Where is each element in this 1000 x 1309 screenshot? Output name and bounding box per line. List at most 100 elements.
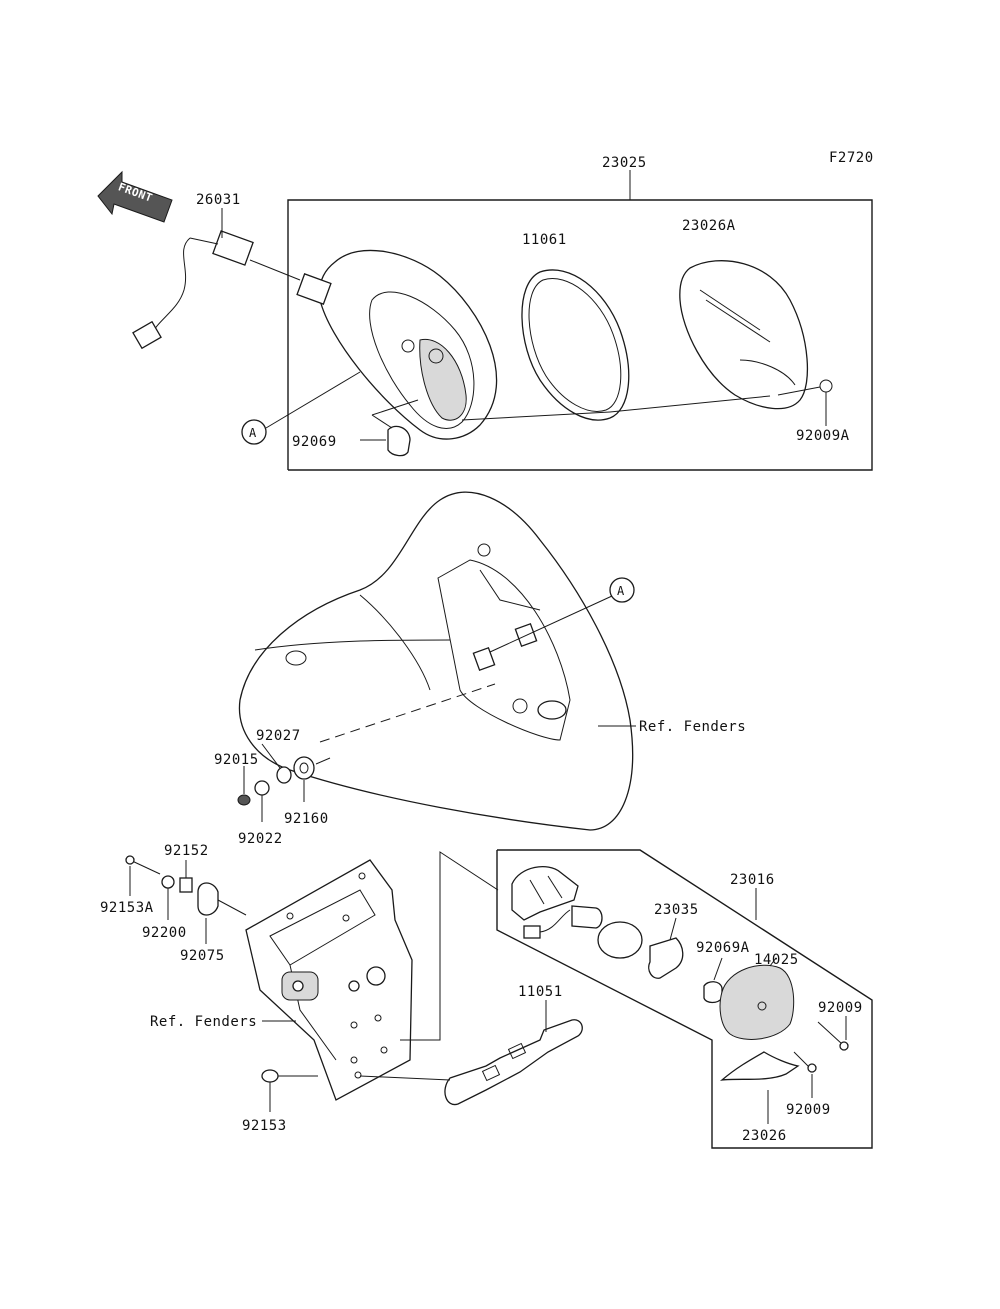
callout-a-upper-circle [241, 419, 267, 445]
leader-92027 [261, 743, 281, 769]
plate-bracket-slot-1 [507, 1042, 527, 1060]
callout-a-lower: A [617, 584, 625, 598]
plate-bracket-11051 [444, 1019, 583, 1106]
plate-bracket-slot-2 [481, 1064, 501, 1082]
label-23035: 23035 [654, 902, 699, 918]
label-23026: 23026 [742, 1128, 787, 1144]
lens-highlight-1 [699, 289, 761, 331]
screw-92009-upper-head [839, 1041, 849, 1051]
lamp-housing [318, 249, 498, 440]
collar-92152 [179, 877, 193, 893]
label-92152: 92152 [164, 843, 209, 859]
screw-92009A-head [819, 379, 833, 393]
align-line-gasket-lens [609, 395, 771, 413]
reflector-23035 [648, 937, 684, 979]
fender-recess-edge [479, 569, 541, 611]
label-92200: 92200 [142, 925, 187, 941]
bolt-92153A [129, 859, 161, 875]
rear-fender-group [237, 491, 636, 831]
label-92015: 92015 [214, 752, 259, 768]
lamp-socket [571, 905, 603, 929]
license-bracket-group [125, 851, 583, 1112]
bracket-hole-4 [350, 1056, 358, 1064]
license-lamp-group [496, 849, 873, 1149]
callout-a-lower-circle [609, 577, 635, 603]
lamp-lens-23026A [679, 260, 808, 410]
reflector-ring [597, 921, 643, 959]
bracket-large-hole [366, 966, 386, 986]
callout-a-upper: A [249, 426, 257, 440]
damper-to-bracket-line [217, 899, 247, 916]
harness-to-lamp-line [249, 259, 301, 281]
screw-92009-upper [817, 1021, 843, 1045]
license-lamp-base [511, 866, 579, 921]
fender-crease [254, 639, 451, 651]
leader-callout-a-lower [489, 595, 613, 653]
lamp-gasket-11061-inner [528, 278, 622, 412]
fender-plate-recess [437, 559, 571, 741]
label-92022: 92022 [238, 831, 283, 847]
stack-to-fender-line [315, 757, 331, 765]
lamp-base-wire [539, 909, 571, 933]
bracket-to-lamp-leader [400, 851, 499, 1041]
label-23025: 23025 [602, 155, 647, 171]
lens-highlight-3 [739, 359, 796, 386]
screw-92009-lower-head [807, 1063, 817, 1073]
label-23016: 23016 [730, 872, 775, 888]
bulb-92069A [703, 981, 723, 1004]
labels: F2720 FRONT 23025 26031 11061 23026A 920… [100, 150, 873, 1144]
grommet-92160-hole [299, 762, 309, 774]
leader-callout-a-upper [265, 371, 361, 429]
lens-highlight-2 [705, 299, 771, 343]
lamp-connector [296, 273, 332, 305]
lamp-base-post-2 [547, 875, 563, 899]
bulb-92069 [387, 425, 411, 457]
lamp-gasket-11061 [521, 269, 630, 421]
lamp-cover-hole [757, 1001, 767, 1011]
label-ref-fenders-lower: Ref. Fenders [150, 1014, 257, 1030]
lamp-base-post-1 [529, 879, 545, 905]
fender-rib [359, 594, 431, 691]
tail-lamp-assembly-group [241, 170, 873, 471]
label-92153: 92153 [242, 1118, 287, 1134]
fender-top-hole [477, 543, 491, 557]
label-11061: 11061 [522, 232, 567, 248]
license-lamp-frame [496, 849, 873, 1149]
label-ref-fenders-mid: Ref. Fenders [639, 719, 746, 735]
tail-lamp-assembly-frame [287, 199, 873, 471]
label-11051: 11051 [518, 984, 563, 1000]
label-92009-lower: 92009 [786, 1102, 831, 1118]
screw-92009-lower [793, 1051, 809, 1067]
leader-92069A [713, 957, 723, 981]
align-line-housing-gasket [461, 411, 611, 421]
leader-14025 [769, 957, 777, 967]
lamp-base-terminal [523, 925, 541, 939]
label-92153A: 92153A [100, 900, 154, 916]
fender-large-hole [537, 700, 567, 720]
label-92160: 92160 [284, 811, 329, 827]
label-26031: 26031 [196, 192, 241, 208]
washer-92022 [254, 780, 270, 796]
harness-wire-top [189, 237, 219, 245]
harness-connector-end [132, 320, 162, 350]
label-92069: 92069 [292, 434, 337, 450]
bracket-hole-9 [358, 872, 366, 880]
bracket-hole-7 [286, 912, 294, 920]
housing-screw-boss [401, 339, 415, 353]
label-92075: 92075 [180, 948, 225, 964]
label-23026A: 23026A [682, 218, 736, 234]
lamp-lens-23026 [719, 1051, 800, 1081]
fender-side-hole [285, 650, 307, 666]
bracket-side-hole [292, 980, 304, 992]
label-92009-upper: 92009 [818, 1000, 863, 1016]
mount-center-dashline [319, 683, 496, 743]
bracket-hole-3 [374, 1014, 382, 1022]
bracket-hole-2 [350, 1021, 358, 1029]
nut-92015 [237, 794, 251, 806]
lamp-reflector [419, 338, 467, 421]
bracket-hole-5 [380, 1046, 388, 1054]
license-bracket-body [245, 859, 413, 1101]
lamp-cover-14025 [719, 964, 795, 1040]
